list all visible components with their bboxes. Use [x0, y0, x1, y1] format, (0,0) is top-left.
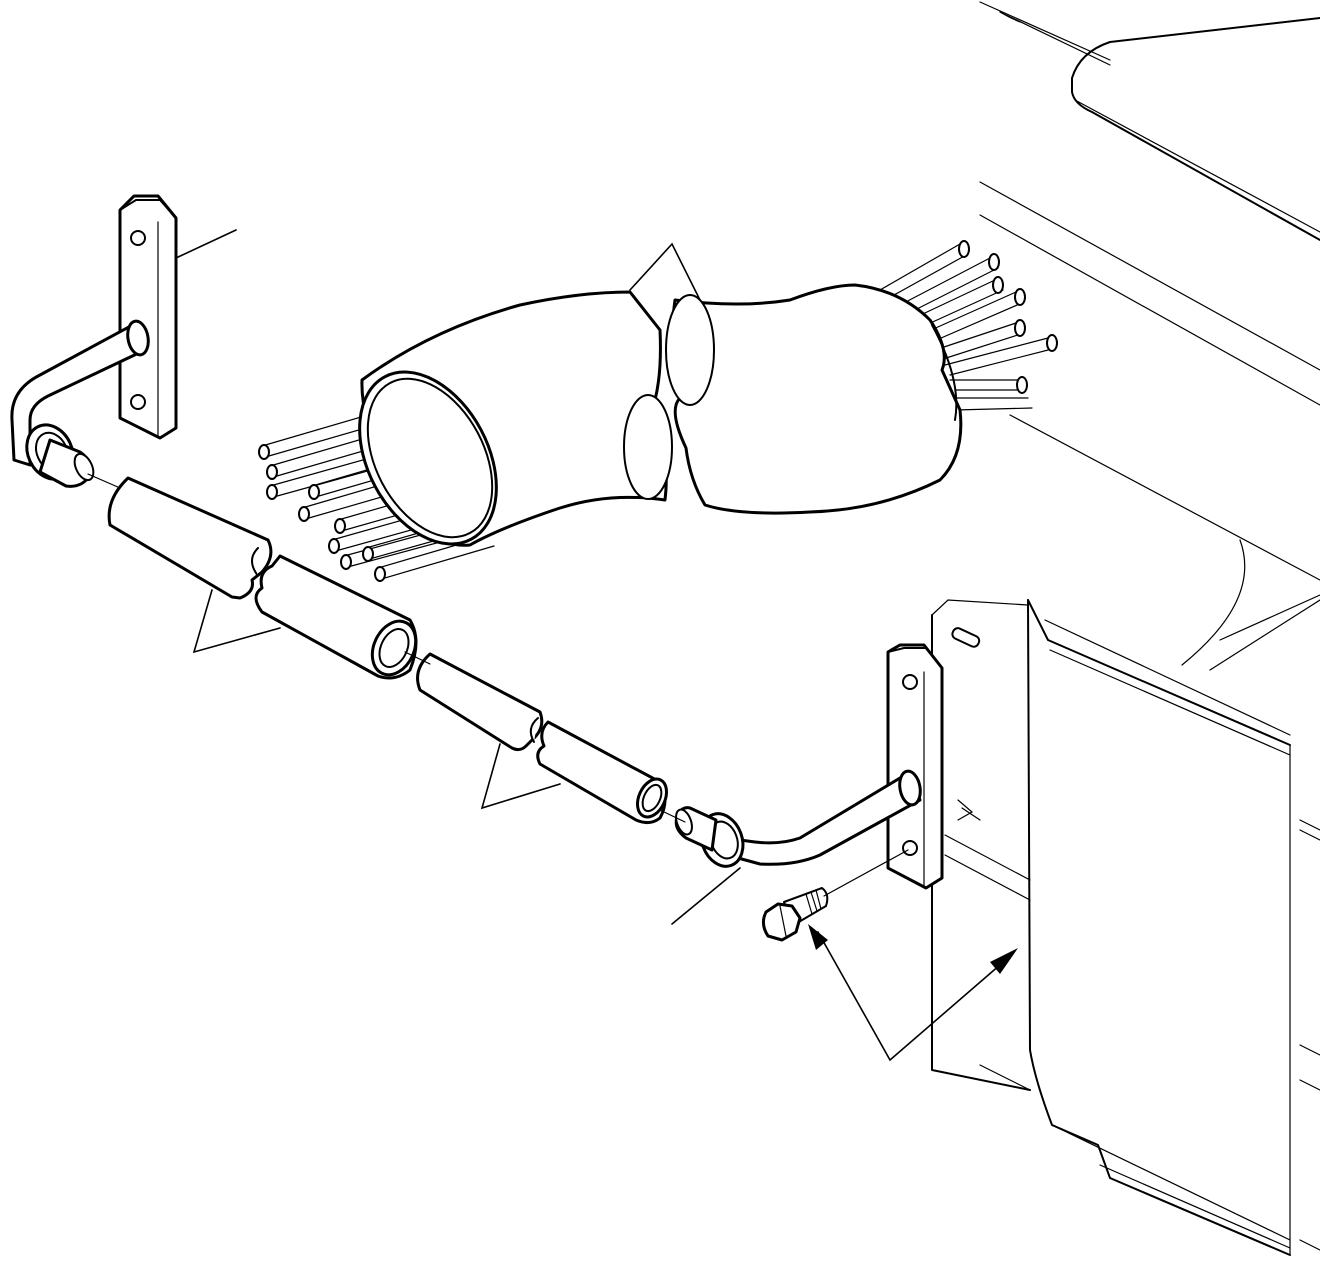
leader-right-tube	[671, 867, 741, 925]
assembly-center-lines	[87, 473, 909, 897]
mounting-bolt	[761, 887, 829, 942]
left-elbow-tube	[10, 320, 147, 467]
right-bracket	[674, 643, 944, 890]
harness-bundle	[258, 240, 1058, 582]
harness-sleeve-right	[670, 283, 963, 515]
right-hose-segment-1	[416, 652, 544, 752]
callout-leaders	[175, 229, 1018, 1062]
left-bracket-upper-hole	[130, 230, 146, 246]
right-hose-pair	[416, 652, 669, 825]
right-bracket-upper-hole	[902, 674, 918, 690]
left-bracket	[10, 194, 178, 488]
arrowhead-bolt	[808, 924, 828, 950]
left-hose-pair	[107, 476, 418, 680]
leader-left-hose	[192, 589, 281, 654]
right-bracket-plate	[886, 643, 944, 890]
harness-wires-right	[879, 240, 1058, 411]
arrowhead-frame	[990, 948, 1018, 974]
left-bracket-lower-hole	[130, 394, 146, 410]
harness-sleeve-left-cut	[623, 394, 673, 500]
bolt-head	[761, 902, 802, 942]
harness-sleeve-right-cut	[665, 294, 715, 406]
leader-right-hose	[480, 743, 561, 810]
left-bracket-plate	[118, 194, 178, 440]
leader-left-bracket	[175, 229, 237, 259]
right-bracket-lower-hole	[902, 840, 918, 856]
leader-harness-sleeve	[629, 242, 701, 301]
leader-bolt-and-frame	[817, 931, 1009, 1062]
left-hose-segment-1	[107, 476, 273, 600]
machine-frame	[931, 1, 1320, 1256]
